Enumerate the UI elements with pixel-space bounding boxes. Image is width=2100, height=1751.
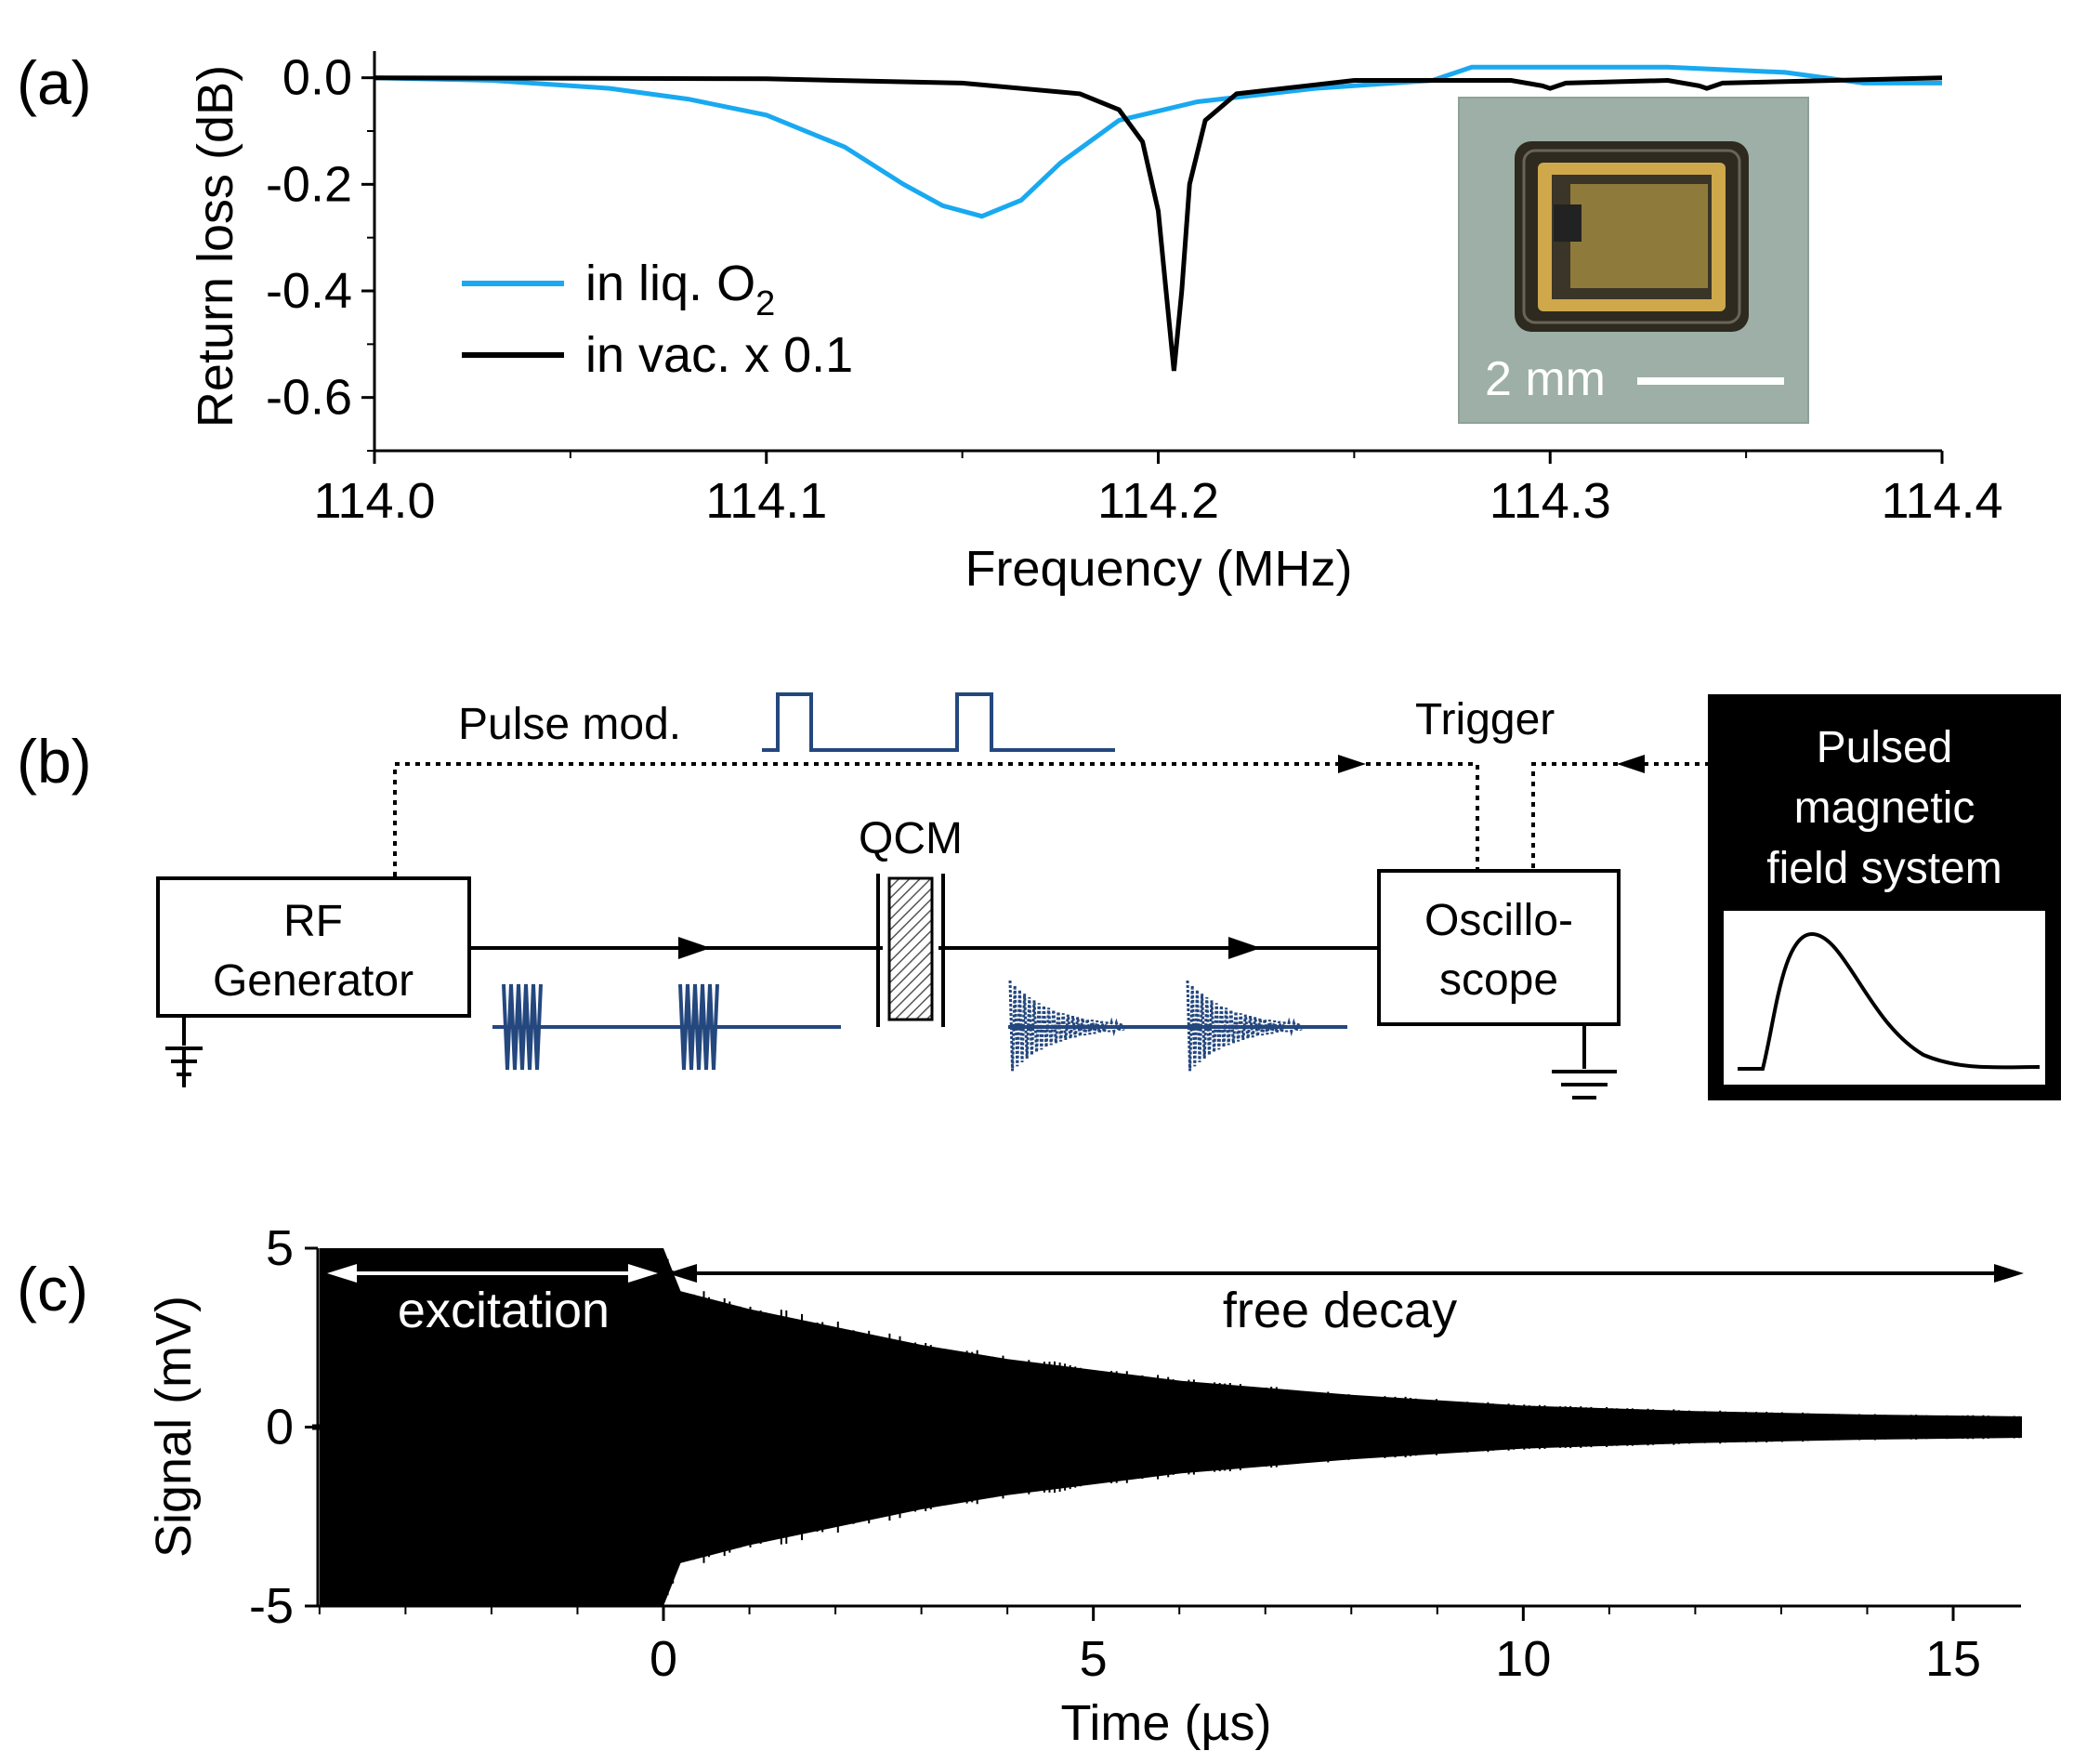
- excitation-annotation: excitation: [327, 1264, 658, 1338]
- y-tick-label: -0.4: [266, 263, 352, 319]
- chart-a-ticks: 114.0 114.1 114.2 114.3 114.4 0.0 -0.2 -0.4 -0.6: [266, 50, 2003, 529]
- panel-a: (a) 114.0 114.1 114.2 114.3 114.4 0.0 -0.2 -0.4…: [17, 48, 2003, 597]
- series-vacuum-line: [374, 75, 1943, 372]
- signal-arrow-icon-2: [1228, 937, 1261, 959]
- oscilloscope-label-line1: Oscillo-: [1424, 896, 1573, 945]
- oscilloscope-label-line2: scope: [1439, 955, 1558, 1005]
- qcm-label: QCM: [859, 814, 963, 863]
- field-pulse-curve: [1738, 931, 2041, 1071]
- ground-icon-rf: [165, 1016, 203, 1087]
- x-tick-label: 5: [1080, 1631, 1108, 1687]
- signal-noise: [312, 1258, 2021, 1596]
- excitation-right-arrow-icon: [628, 1264, 658, 1283]
- pulse-mod-label: Pulse mod.: [458, 700, 681, 749]
- panel-b-label: (b): [17, 727, 92, 796]
- chart-c-plot: [312, 1248, 2022, 1606]
- y-tick-label: 0: [266, 1400, 294, 1455]
- pulsed-field-label-line1: Pulsed: [1817, 723, 1953, 772]
- excitation-left-arrow-icon: [327, 1264, 357, 1283]
- chart-a-axes: 114.0 114.1 114.2 114.3 114.4 0.0 -0.2 -0.4 -0.6…: [188, 50, 2003, 597]
- y-tick-label: -5: [249, 1578, 294, 1634]
- free-decay-annotation: free decay: [667, 1264, 2024, 1338]
- panel-c: (c) 0 5 10 15 5 0 -5 Time (µs) Signal (mV) exc…: [17, 1220, 2024, 1751]
- ground-icon-osc: [1552, 1026, 1617, 1099]
- panel-c-label: (c): [17, 1255, 88, 1323]
- y-tick-label: 0.0: [282, 50, 352, 106]
- pulsed-field-label-line3: field system: [1766, 844, 2002, 893]
- oscilloscope-box: [1377, 869, 1621, 1026]
- rf-generator-box: [156, 876, 471, 1018]
- qcm-crystal-icon: [876, 874, 945, 1027]
- x-tick-label: 114.4: [1881, 473, 2002, 529]
- legend-label-liquid-o2: in liq. O2: [585, 256, 775, 323]
- rf-generator-label-line1: RF: [283, 897, 343, 946]
- chart-c-axes: 0 5 10 15 5 0 -5 Time (µs) Signal (mV): [146, 1220, 2021, 1751]
- y-tick-label: 5: [266, 1220, 294, 1276]
- x-axis-label: Time (µs): [1060, 1695, 1271, 1751]
- trigger-arrow-icon: [1617, 755, 1645, 773]
- pulsed-field-box: Pulsed magnetic field system: [1708, 694, 2061, 1100]
- x-tick-label: 114.2: [1097, 473, 1219, 529]
- x-tick-label: 114.1: [705, 473, 827, 529]
- y-tick-label: -0.2: [266, 156, 352, 212]
- chart-a-plot: [374, 64, 1943, 372]
- rf-generator-label-line2: Generator: [213, 956, 413, 1006]
- x-tick-label: 114.3: [1490, 473, 1611, 529]
- x-tick-label: 114.0: [313, 473, 435, 529]
- dotted-connections: [393, 762, 1710, 878]
- qcm-photo-inset: 2 mm: [1458, 97, 1809, 424]
- y-axis-label: Signal (mV): [146, 1296, 202, 1558]
- panel-b: (b) Pulse mod. Trigger RF Generator: [17, 692, 2061, 1100]
- series-liquid-o2-line: [374, 64, 1942, 219]
- y-axis-label: Return loss (dB): [188, 65, 243, 428]
- x-axis-label: Frequency (MHz): [965, 541, 1352, 597]
- signal-arrow-icon-1: [678, 937, 711, 959]
- trigger-label: Trigger: [1415, 695, 1555, 744]
- free-decay-left-arrow-icon: [667, 1264, 697, 1283]
- x-tick-label: 0: [650, 1631, 677, 1687]
- scale-bar-label: 2 mm: [1485, 352, 1606, 406]
- free-decay-label: free decay: [1223, 1283, 1457, 1338]
- pulse-mod-arrow-icon: [1338, 755, 1366, 773]
- chart-a-legend: in liq. O2 in vac. x 0.1: [462, 256, 853, 383]
- x-tick-label: 15: [1925, 1631, 1981, 1687]
- pulse-mod-waveform: [762, 692, 1115, 752]
- legend-label-vacuum: in vac. x 0.1: [585, 327, 853, 383]
- panel-a-label: (a): [17, 48, 92, 117]
- trigger-line: [1531, 762, 1710, 878]
- free-decay-right-arrow-icon: [1994, 1264, 2024, 1283]
- y-tick-label: -0.6: [266, 370, 352, 426]
- x-tick-label: 10: [1495, 1631, 1551, 1687]
- excitation-label: excitation: [398, 1283, 610, 1338]
- rf-waveforms: [492, 980, 1347, 1072]
- chart-c-ticks: 0 5 10 15 5 0 -5: [249, 1220, 1981, 1687]
- pulsed-field-label-line2: magnetic: [1794, 783, 1975, 833]
